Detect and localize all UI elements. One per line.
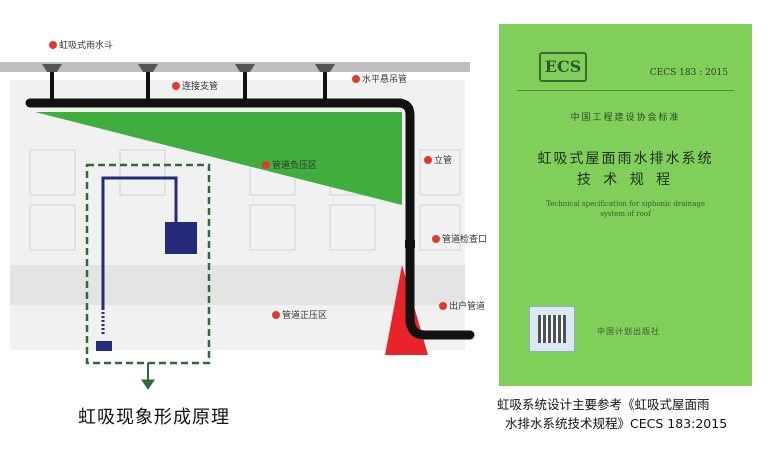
label-negative-pressure: 管道负压区: [262, 158, 317, 171]
label-inspection-port: 管道检查口: [432, 232, 487, 245]
qr-code-icon: [538, 315, 566, 343]
inspection-port-marker: [405, 240, 415, 248]
label-positive-pressure: 管道正压区: [272, 308, 327, 321]
lower-water-tank: [96, 341, 112, 351]
siphon-diagram: [0, 62, 475, 390]
publisher-name: 中国计划出版社: [597, 327, 660, 336]
marker-icon: [172, 81, 180, 90]
negative-pressure-zone: [35, 112, 402, 205]
book-title-line2: 技 术 规 程: [576, 172, 675, 188]
label-horizontal-pipe: 水平悬吊管: [352, 72, 407, 85]
label-outlet-pipe: 出户管道: [439, 299, 485, 312]
siphon-tube: [101, 176, 178, 336]
marker-icon: [49, 40, 57, 49]
label-siphon-drain: 虹吸式雨水斗: [49, 38, 113, 51]
label-connecting-pipe: 连接支管: [172, 79, 218, 92]
reference-caption-line1: 虹吸系统设计主要参考《虹吸式屋面雨: [497, 397, 710, 412]
divider: [517, 90, 734, 91]
pipe-system: [25, 68, 475, 340]
down-arrow-icon: [141, 363, 155, 390]
outlet-pipe: [405, 313, 475, 340]
english-title-line1: Technical specification for siphonic dra…: [546, 200, 705, 208]
label-riser: 立管: [424, 153, 452, 166]
reference-caption-line2: 水排水系统技术规程》CECS 183:2015: [505, 416, 728, 431]
marker-icon: [432, 234, 440, 243]
marker-icon: [439, 301, 447, 310]
upper-water-tank: [165, 222, 197, 254]
association-name: 中国工程建设协会标准: [570, 113, 681, 123]
anti-counterfeit-sticker: [529, 306, 575, 352]
diagram-caption: 虹吸现象形成原理: [78, 407, 230, 428]
marker-icon: [262, 160, 270, 169]
siphon-drains: [42, 64, 335, 72]
marker-icon: [424, 155, 432, 164]
english-title-line2: system of roof: [600, 210, 651, 218]
book-title-line1: 虹吸式屋面雨水排水系统: [537, 151, 714, 167]
standard-number: CECS 183 : 2015: [649, 68, 728, 78]
ecs-logo: ECS: [539, 52, 587, 82]
marker-icon: [352, 74, 360, 83]
marker-icon: [272, 310, 280, 319]
riser-pipe: [393, 98, 415, 327]
standard-book-cover: ECS CECS 183 : 2015 中国工程建设协会标准 虹吸式屋面雨水排水…: [499, 24, 752, 386]
